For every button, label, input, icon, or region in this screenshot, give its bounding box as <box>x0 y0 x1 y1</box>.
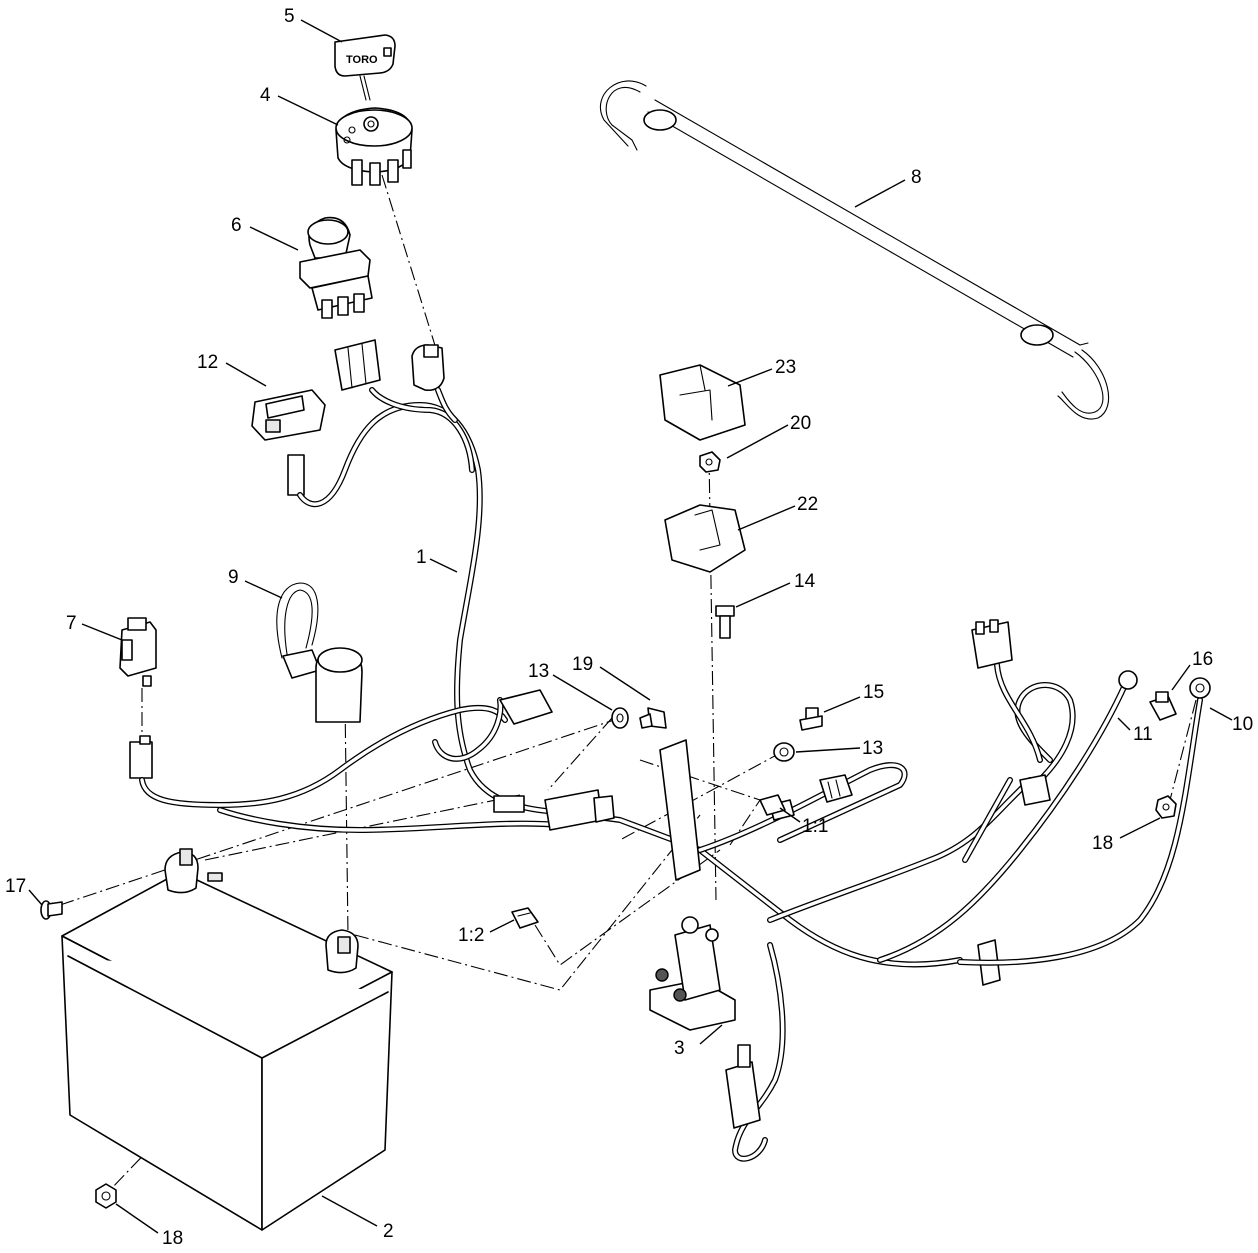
callout-7: 7 <box>66 613 77 634</box>
bolt-part-14 <box>715 605 735 639</box>
callout-10: 10 <box>1232 714 1253 735</box>
callout-16: 16 <box>1192 649 1213 670</box>
ignition-switch-part-4 <box>335 107 413 186</box>
callout-4: 4 <box>260 85 271 106</box>
callout-12: 12 <box>197 352 218 373</box>
hook-rod-part-8 <box>599 80 1110 420</box>
callout-2: 2 <box>383 1221 394 1242</box>
seat-switch-part-7 <box>119 617 157 779</box>
callout-6: 6 <box>231 215 242 236</box>
callout-3: 3 <box>674 1038 685 1059</box>
pto-connector <box>334 339 445 392</box>
callout-19: 19 <box>572 654 593 675</box>
callout-11: 11 <box>1133 724 1153 745</box>
callout-22: 22 <box>797 494 818 515</box>
callout-15: 15 <box>863 682 884 703</box>
pto-switch-part-6 <box>299 216 373 319</box>
callout-9: 9 <box>228 567 239 588</box>
ground-cable-part-11 <box>877 670 1138 963</box>
bolt-part-15 <box>799 707 823 731</box>
fuse-part-1-1 <box>759 794 786 816</box>
bolt-part-16 <box>1149 691 1177 721</box>
callout-20: 20 <box>790 413 811 434</box>
ignition-key-part-5: TORO <box>334 34 396 101</box>
harness-connectors <box>493 619 1051 986</box>
key-brand-label: TORO <box>346 54 378 66</box>
interlock-switch <box>725 1044 761 1129</box>
callout-1: 1 <box>416 547 427 568</box>
terminal-boot-part-9 <box>276 582 363 723</box>
hour-meter-part-12 <box>251 389 326 496</box>
callout-18-bottom: 18 <box>162 1228 183 1249</box>
callout-13-left: 13 <box>528 661 549 682</box>
battery-part-2 <box>61 848 393 1231</box>
leader-lines <box>28 19 1233 1234</box>
washer-part-13-right <box>773 742 795 762</box>
callout-13-right: 13 <box>862 738 883 759</box>
nut-part-18-right <box>1155 795 1177 819</box>
bolt-part-17 <box>40 900 63 920</box>
wire-harness-part-1 <box>139 387 1076 1162</box>
callout-labels: 5 4 8 6 12 23 20 22 1 9 14 7 13 19 15 16… <box>5 6 1253 1249</box>
washer-part-13-left <box>611 707 629 729</box>
callout-17: 17 <box>5 876 26 897</box>
nut-part-18-bottom <box>95 1183 117 1209</box>
callout-23: 23 <box>775 357 796 378</box>
wingnut-part-19 <box>639 707 667 729</box>
callout-18-right: 18 <box>1092 833 1113 854</box>
positive-cable-part-10 <box>957 677 1211 966</box>
callout-5: 5 <box>284 6 295 27</box>
callout-8: 8 <box>911 167 922 188</box>
fuse-part-1-2 <box>511 907 539 929</box>
solenoid-part-3 <box>649 916 736 1031</box>
callout-14: 14 <box>794 571 816 592</box>
cover-part-23 <box>659 364 746 441</box>
callout-1-1: 1:1 <box>802 816 828 837</box>
holder-part-22 <box>664 504 746 573</box>
nut-part-20 <box>699 451 721 473</box>
callout-1-2: 1:2 <box>458 925 484 946</box>
